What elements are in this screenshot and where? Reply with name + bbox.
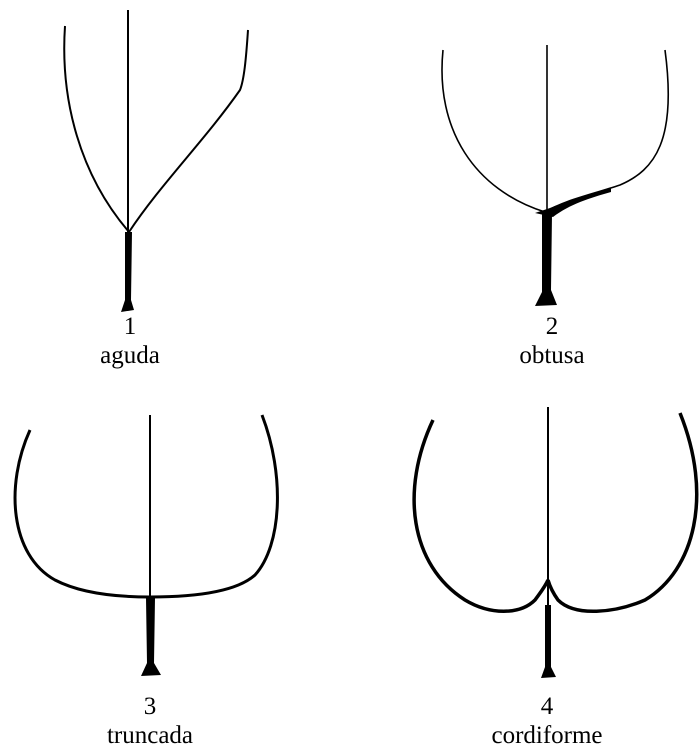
leaf-base-thickening xyxy=(535,188,611,217)
petiole xyxy=(121,232,134,312)
figure-caption-3: 3 truncada xyxy=(0,692,300,750)
figure-label: obtusa xyxy=(519,342,585,369)
petiole xyxy=(535,214,557,306)
figure-number: 1 xyxy=(123,313,137,340)
leaf-lobe-right xyxy=(546,412,699,613)
figure-label: aguda xyxy=(100,342,160,369)
leaf-base-obtusa: 2 obtusa xyxy=(405,0,699,380)
leaf-base-aguda-drawing xyxy=(63,10,249,312)
figure-number: 3 xyxy=(143,693,157,720)
leaf-base-truncada-drawing xyxy=(13,414,279,676)
figure-caption-1: 1 aguda xyxy=(0,312,260,370)
leaf-margin-right xyxy=(128,29,249,233)
leaf-margin-left xyxy=(441,49,546,213)
leaf-base-truncada: 3 truncada xyxy=(0,395,300,753)
leaf-base-cordiforme: 4 cordiforme xyxy=(395,395,699,753)
leaf-margin-left xyxy=(13,429,151,599)
leaf-base-cordiforme-drawing xyxy=(412,407,699,678)
leaf-margin-right xyxy=(544,49,670,213)
figure-caption-4: 4 cordiforme xyxy=(395,692,699,750)
leaf-margin-left xyxy=(63,25,130,233)
figure-label: truncada xyxy=(106,722,194,749)
leaf-base-obtusa-drawing xyxy=(441,45,670,306)
petiole xyxy=(541,605,556,678)
figure-label: cordiforme xyxy=(491,722,603,749)
leaf-lobe-left xyxy=(412,419,550,613)
figure-number: 2 xyxy=(545,313,559,340)
figure-number: 4 xyxy=(540,693,554,720)
figure-caption-2: 2 obtusa xyxy=(405,312,699,370)
leaf-base-aguda: 1 aguda xyxy=(0,0,260,380)
petiole xyxy=(141,598,161,676)
leaf-margin-right xyxy=(149,414,279,599)
